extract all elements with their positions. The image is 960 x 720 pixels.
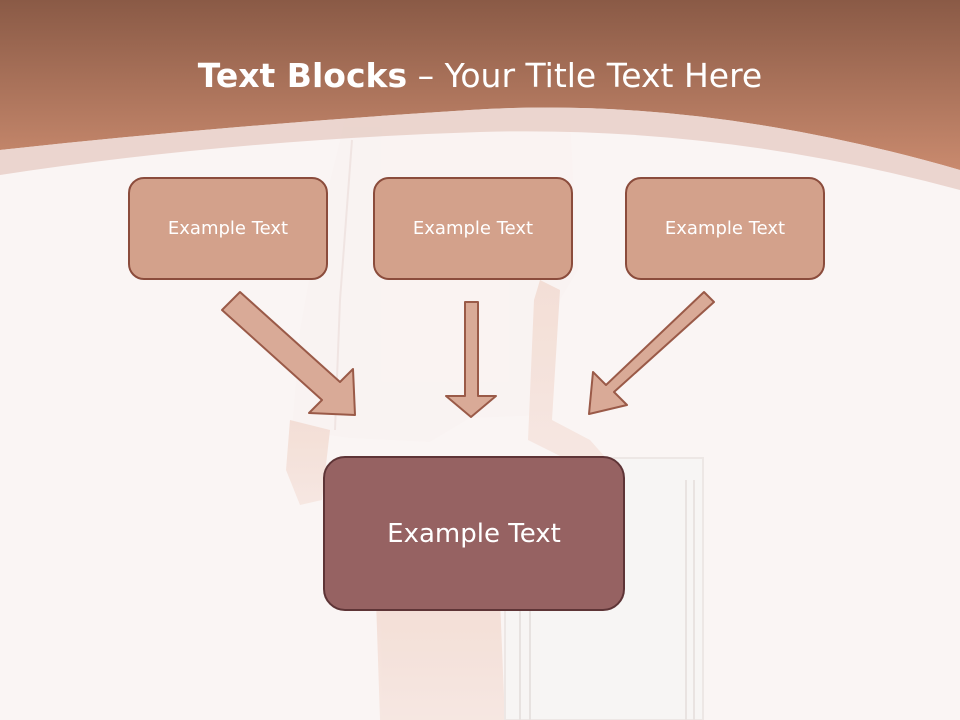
header-swoosh [0, 107, 960, 190]
title-rest: Your Title Text Here [444, 56, 763, 95]
text-block-left[interactable]: Example Text [128, 177, 328, 280]
text-block-left-label: Example Text [167, 218, 289, 239]
text-block-center[interactable]: Example Text [323, 456, 625, 611]
slide-title: Text Blocks – Your Title Text Here [0, 52, 960, 100]
text-block-middle-label: Example Text [412, 218, 534, 239]
text-block-center-label: Example Text [387, 518, 561, 549]
text-block-right-label: Example Text [664, 218, 786, 239]
text-block-right[interactable]: Example Text [625, 177, 825, 280]
title-bold: Text Blocks [197, 56, 408, 95]
text-block-middle[interactable]: Example Text [373, 177, 573, 280]
title-dash: – [407, 56, 445, 95]
header-band [0, 0, 960, 170]
